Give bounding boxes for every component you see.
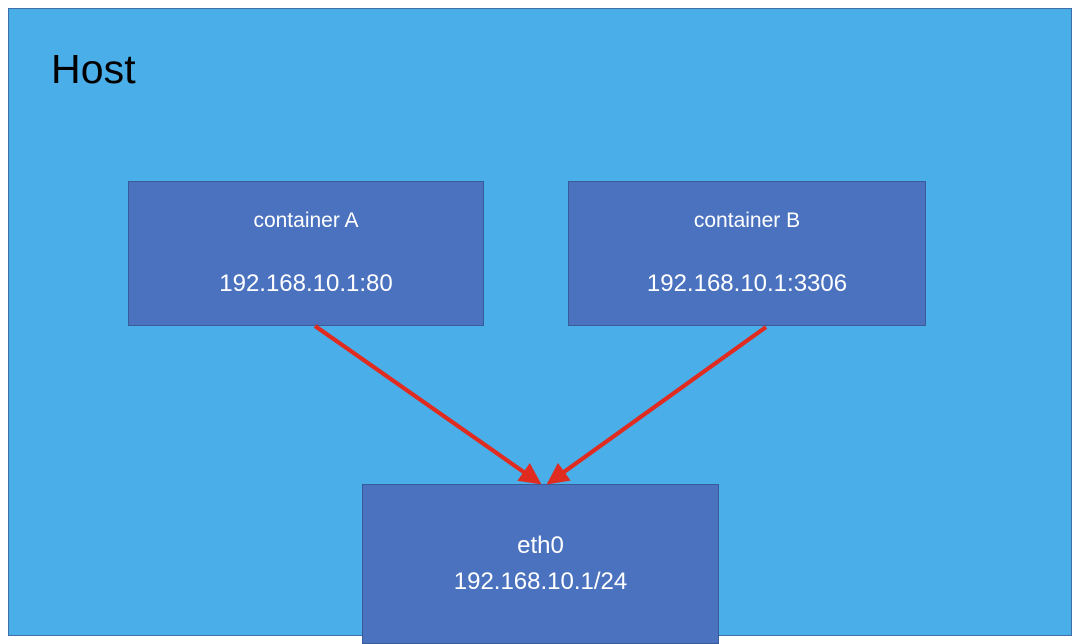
eth0-address: 192.168.10.1/24: [453, 568, 628, 595]
container-b-address: 192.168.10.1:3306: [646, 269, 848, 297]
container-b-box: container B 192.168.10.1:3306: [568, 181, 926, 326]
container-b-name: container B: [693, 209, 801, 233]
container-a-box: container A 192.168.10.1:80: [128, 181, 484, 326]
container-a-name: container A: [253, 209, 359, 233]
container-a-address: 192.168.10.1:80: [219, 269, 393, 297]
host-title: Host: [51, 46, 136, 92]
eth0-box: eth0 192.168.10.1/24: [362, 484, 719, 644]
eth0-name: eth0: [517, 532, 564, 559]
